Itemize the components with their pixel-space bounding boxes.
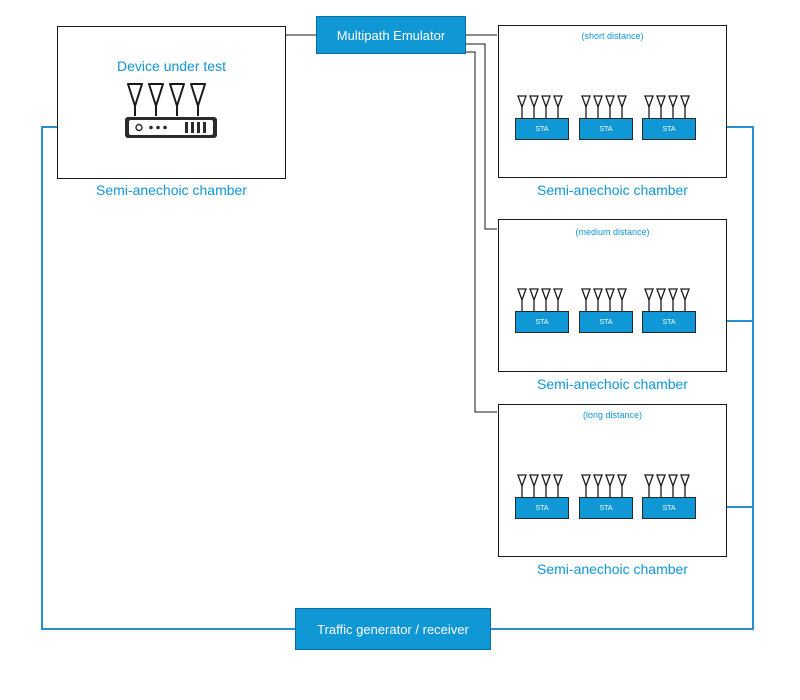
sta-long-3: STA: [642, 497, 696, 519]
sta-antenna-icon: [644, 288, 690, 311]
sta-long-2: STA: [579, 497, 633, 519]
sta-label: STA: [662, 318, 676, 326]
medium-chamber-caption: Semi-anechoic chamber: [537, 376, 688, 392]
dut-title: Device under test: [117, 58, 226, 74]
sta-antenna-icon: [581, 474, 627, 497]
traffic-generator-label: Traffic generator / receiver: [317, 621, 469, 637]
link-dut-traffic: [41, 126, 295, 630]
medium-distance-label: (medium distance): [575, 227, 650, 237]
long-chamber-caption: Semi-anechoic chamber: [537, 561, 688, 577]
multipath-emulator-label: Multipath Emulator: [336, 27, 446, 43]
cable-emulator-medium: [465, 43, 497, 230]
sta-antenna-icon: [517, 474, 563, 497]
sta-medium-2: STA: [579, 311, 633, 333]
sta-short-3: STA: [642, 118, 696, 140]
sta-antenna-icon: [644, 95, 690, 118]
short-chamber-caption: Semi-anechoic chamber: [537, 182, 688, 198]
cable-emulator-long: [465, 51, 497, 413]
sta-label: STA: [535, 504, 549, 512]
short-distance-label: (short distance): [581, 31, 644, 41]
sta-antenna-icon: [581, 95, 627, 118]
sta-antenna-icon: [517, 288, 563, 311]
sta-short-2: STA: [579, 118, 633, 140]
dut-chamber: [57, 26, 286, 179]
sta-short-1: STA: [515, 118, 569, 140]
sta-medium-3: STA: [642, 311, 696, 333]
dut-chamber-caption: Semi-anechoic chamber: [96, 182, 247, 198]
sta-antenna-icon: [581, 288, 627, 311]
sta-antenna-icon: [644, 474, 690, 497]
sta-label: STA: [662, 504, 676, 512]
long-distance-label: (long distance): [582, 410, 643, 420]
router-icon: [125, 83, 217, 138]
sta-label: STA: [662, 125, 676, 133]
sta-long-1: STA: [515, 497, 569, 519]
sta-label: STA: [535, 318, 549, 326]
traffic-generator-box: Traffic generator / receiver: [295, 608, 491, 650]
sta-antenna-icon: [517, 95, 563, 118]
sta-label: STA: [535, 125, 549, 133]
sta-label: STA: [599, 504, 613, 512]
multipath-emulator-box: Multipath Emulator: [316, 16, 466, 54]
sta-label: STA: [599, 318, 613, 326]
sta-medium-1: STA: [515, 311, 569, 333]
sta-label: STA: [599, 125, 613, 133]
